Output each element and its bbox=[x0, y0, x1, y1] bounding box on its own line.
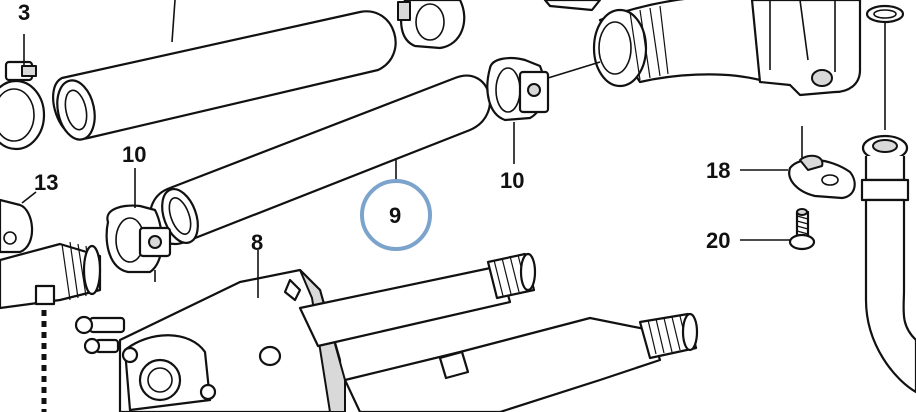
threaded-fitting-upper bbox=[543, 0, 762, 88]
label-part-18: 18 bbox=[706, 158, 730, 183]
label-part-3: 3 bbox=[18, 0, 30, 25]
return-pipe-right bbox=[860, 134, 916, 394]
hose-clamp-part-10-right bbox=[486, 57, 550, 164]
highlight-ring bbox=[360, 179, 432, 251]
threaded-bracket-part-13 bbox=[0, 191, 102, 412]
o-ring bbox=[865, 4, 905, 130]
bolt-part-20 bbox=[740, 208, 816, 251]
spline-shaft-lower bbox=[343, 312, 699, 412]
hose-clamp-part-10-left bbox=[105, 168, 172, 282]
label-part-10-right: 10 bbox=[500, 168, 524, 193]
mounting-bracket bbox=[750, 0, 862, 97]
hose-clamp-top bbox=[397, 0, 466, 50]
label-part-9: 9 bbox=[389, 203, 401, 228]
pump-body-part-8 bbox=[74, 250, 346, 412]
spline-shaft-upper bbox=[298, 252, 537, 348]
label-part-8: 8 bbox=[251, 230, 263, 255]
hose-clamp-part-3 bbox=[0, 34, 46, 151]
upper-hose bbox=[52, 0, 397, 141]
label-part-10-left: 10 bbox=[122, 142, 146, 167]
clip-part-18 bbox=[740, 126, 856, 200]
label-part-13: 13 bbox=[34, 170, 58, 195]
label-part-20: 20 bbox=[706, 228, 730, 253]
